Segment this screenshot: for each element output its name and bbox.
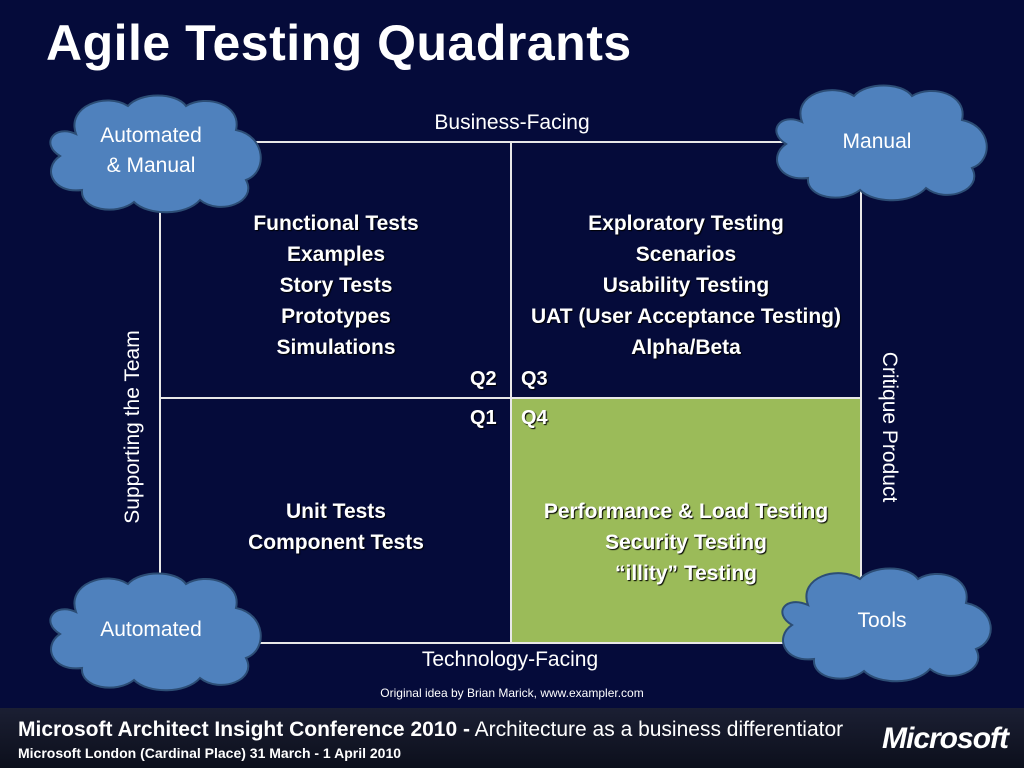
cloud-shape <box>49 94 262 214</box>
grid-divider-vertical <box>510 141 512 644</box>
cloud-shape <box>49 572 262 692</box>
cloud-shape <box>781 567 992 683</box>
q4-item: Security Testing <box>605 531 767 554</box>
q2-item: Prototypes <box>281 305 391 328</box>
axis-label-technology-facing: Technology-Facing <box>421 648 599 671</box>
quadrant-tag-q1: Q1 <box>470 407 497 429</box>
grid-border-right <box>860 141 862 644</box>
grid-divider-horizontal <box>160 397 862 399</box>
cloud-automated: Automated <box>36 570 266 692</box>
slide-title: Agile Testing Quadrants <box>46 15 632 71</box>
q1-items: Unit Tests Component Tests <box>161 496 511 558</box>
q2-item: Story Tests <box>279 274 393 297</box>
footer-venue: Microsoft London (Cardinal Place) 31 Mar… <box>18 745 402 761</box>
footer-tagline: Architecture as a business differentiato… <box>474 718 844 741</box>
attribution-text: Original idea by Brian Marick, www.examp… <box>380 686 644 700</box>
footer-conference: Microsoft Architect Insight Conference 2… <box>18 718 470 741</box>
q2-item: Functional Tests <box>253 212 419 235</box>
cloud-label: Automated <box>100 618 202 641</box>
cloud-label: Manual <box>842 130 912 153</box>
axis-label-supporting-the-team: Supporting the Team <box>121 330 144 524</box>
q2-item: Simulations <box>276 336 396 359</box>
footer-title: Microsoft Architect Insight Conference 2… <box>18 718 843 742</box>
cloud-tools: Tools <box>768 565 996 683</box>
q2-items: Functional Tests Examples Story Tests Pr… <box>161 208 511 363</box>
q3-item: Scenarios <box>635 243 737 266</box>
q3-item: Alpha/Beta <box>631 336 741 359</box>
q4-item: “illity” Testing <box>615 562 757 585</box>
quadrant-tag-q2: Q2 <box>470 368 497 390</box>
cloud-label: Automated & Manual <box>100 124 202 177</box>
q3-items: Exploratory Testing Scenarios Usability … <box>511 208 861 363</box>
q3-item: Exploratory Testing <box>588 212 784 235</box>
cloud-label: Tools <box>857 609 907 632</box>
cloud-manual: Manual <box>762 82 992 202</box>
q3-item: Usability Testing <box>602 274 770 297</box>
cloud-automated-manual: Automated & Manual <box>36 92 266 214</box>
quadrant-tag-q4: Q4 <box>521 407 548 429</box>
axis-label-critique-product: Critique Product <box>878 351 901 503</box>
axis-label-business-facing: Business-Facing <box>434 111 590 134</box>
q1-item: Unit Tests <box>286 500 386 523</box>
q2-item: Examples <box>286 243 386 266</box>
q3-item: UAT (User Acceptance Testing) <box>530 305 841 328</box>
cloud-shape <box>775 84 988 202</box>
grid-border-left <box>159 141 161 644</box>
q4-item: Performance & Load Testing <box>543 500 829 523</box>
q4-items: Performance & Load Testing Security Test… <box>511 496 861 589</box>
microsoft-logo: Microsoft <box>882 722 1009 755</box>
q1-item: Component Tests <box>248 531 424 554</box>
quadrant-tag-q3: Q3 <box>521 368 548 390</box>
footer-bar: Microsoft Architect Insight Conference 2… <box>0 708 1024 768</box>
